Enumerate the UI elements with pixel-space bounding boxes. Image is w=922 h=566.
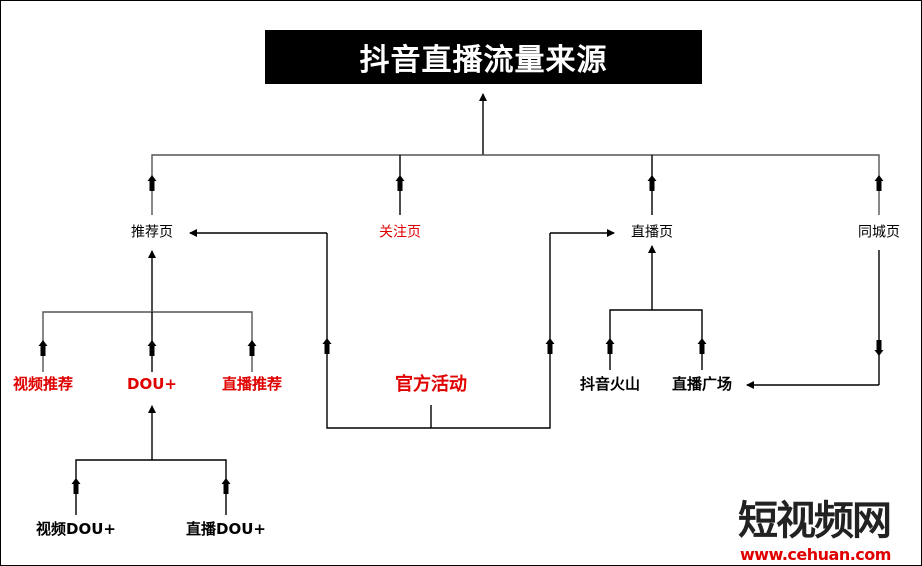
block-arrow-up-icon [247, 340, 257, 356]
watermark-logo: 短视频网 [738, 497, 892, 544]
block-arrow-up-icon [147, 340, 157, 356]
node-live-recommend: 直播推荐 [221, 374, 283, 393]
node-follow-page: 关注页 [379, 224, 421, 241]
watermark-url: www.cehuan.com [740, 545, 891, 564]
node-live-square: 直播广场 [671, 374, 733, 393]
node-video-dou-plus: 视频DOU+ [36, 519, 116, 538]
block-arrow-up-icon [322, 338, 332, 354]
block-arrow-up-icon [605, 338, 615, 354]
block-arrow-down-icon [874, 340, 884, 356]
block-arrow-up-icon [147, 175, 157, 191]
block-arrow-up-icon [71, 478, 81, 494]
node-dou-plus: DOU+ [127, 374, 177, 393]
page-title: 抖音直播流量来源 [265, 30, 702, 84]
node-video-recommend: 视频推荐 [12, 374, 74, 393]
node-recommend-page: 推荐页 [131, 224, 173, 241]
node-live-dou-plus: 直播DOU+ [186, 519, 266, 538]
block-arrow-up-icon [38, 340, 48, 356]
block-arrow-up-icon [395, 175, 405, 191]
block-arrow-up-icon [221, 478, 231, 494]
node-douyin-huoshan: 抖音火山 [579, 374, 641, 393]
block-arrow-up-icon [545, 338, 555, 354]
block-arrow-up-icon [874, 175, 884, 191]
block-arrow-up-icon [697, 338, 707, 354]
node-local-page: 同城页 [858, 224, 900, 241]
node-official-activity: 官方活动 [395, 374, 467, 396]
node-live-page: 直播页 [631, 224, 673, 241]
block-arrow-up-icon [647, 175, 657, 191]
